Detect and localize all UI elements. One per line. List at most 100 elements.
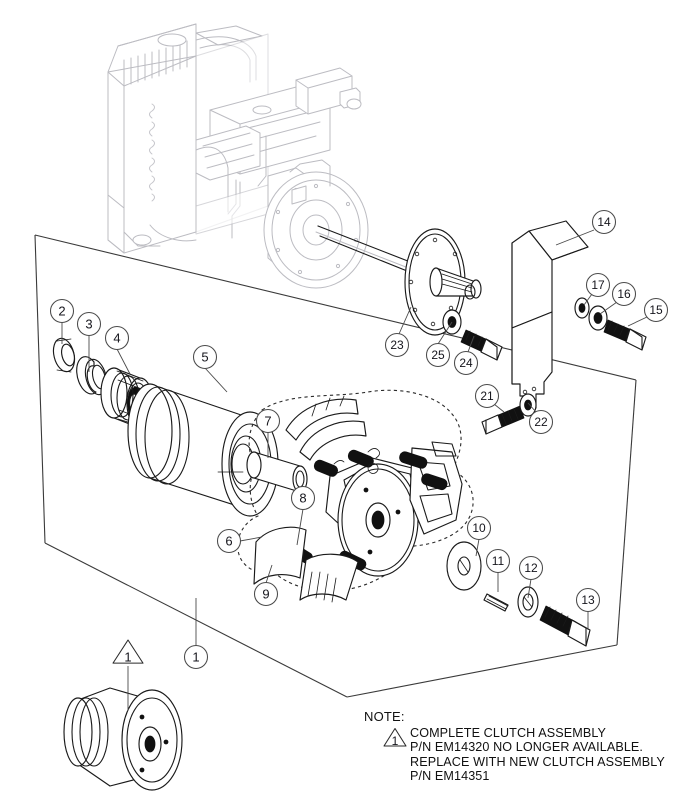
part-21-hex-bolt xyxy=(481,405,525,435)
callout-label-10: 10 xyxy=(472,521,486,535)
callout-label-14: 14 xyxy=(597,215,611,229)
note-line-4: P/N EM14351 xyxy=(410,769,490,784)
callout-5[interactable]: 5 xyxy=(192,344,218,370)
callout-shape-circle xyxy=(585,272,611,298)
callout-22[interactable]: 22 xyxy=(528,409,554,435)
part-10-washer xyxy=(446,541,482,591)
leader-line-6 xyxy=(239,536,263,542)
callout-23[interactable]: 23 xyxy=(384,332,410,358)
callout-6[interactable]: 6 xyxy=(216,528,242,554)
callout-label-2: 2 xyxy=(58,304,65,319)
callout-17[interactable]: 17 xyxy=(585,272,611,298)
callout-label-1t: 1 xyxy=(124,650,131,665)
clutch-mechanism xyxy=(253,395,463,603)
callout-7[interactable]: 7 xyxy=(255,408,281,434)
callout-shape-circle xyxy=(49,298,75,324)
callout-label-25: 25 xyxy=(431,348,445,362)
callout-13[interactable]: 13 xyxy=(575,587,601,613)
part-6-clutch-subassembly-region xyxy=(237,389,474,592)
part-16-flat-washer xyxy=(588,305,608,331)
part-9-clutch-shoes xyxy=(253,526,359,603)
callout-shape-circle xyxy=(528,409,554,435)
callout-shape-circle xyxy=(453,350,479,376)
leader-line-4 xyxy=(116,348,131,375)
callout-8[interactable]: 8 xyxy=(290,485,316,511)
callout-4[interactable]: 4 xyxy=(104,325,130,351)
part-24-hex-bolt xyxy=(460,329,503,361)
callout-1t[interactable]: 1 xyxy=(112,639,144,665)
leader-line-23 xyxy=(398,306,412,335)
callout-12[interactable]: 12 xyxy=(518,555,544,581)
callout-shape-circle xyxy=(643,297,669,323)
note-line-1: COMPLETE CLUTCH ASSEMBLY xyxy=(410,725,607,740)
leader-line-5 xyxy=(204,367,228,393)
callout-shape-circle xyxy=(425,342,451,368)
callout-3[interactable]: 3 xyxy=(76,311,102,337)
callout-shape-circle xyxy=(253,581,279,607)
callout-shape-circle xyxy=(611,281,637,307)
callout-shape-circle xyxy=(591,209,617,235)
callout-9[interactable]: 9 xyxy=(253,581,279,607)
callout-label-3: 3 xyxy=(85,317,92,332)
leader-line-22 xyxy=(527,402,537,413)
leader-line-8 xyxy=(296,508,304,546)
callout-label-24: 24 xyxy=(459,356,473,370)
leader-line-9 xyxy=(265,564,273,584)
callout-label-23: 23 xyxy=(390,338,404,352)
callout-label-6: 6 xyxy=(225,534,232,549)
callout-24[interactable]: 24 xyxy=(453,350,479,376)
callout-shape-circle xyxy=(192,344,218,370)
callout-16[interactable]: 16 xyxy=(611,281,637,307)
warning-triangle-label: 1 xyxy=(392,734,399,748)
callout-1[interactable]: 1 xyxy=(183,644,209,670)
callout-shape-circle xyxy=(183,644,209,670)
note-line-2: P/N EM14320 NO LONGER AVAILABLE. xyxy=(410,740,644,755)
callout-shape-circle xyxy=(76,311,102,337)
callout-shape-circle xyxy=(384,332,410,358)
leader-line-10 xyxy=(475,538,480,557)
callout-25[interactable]: 25 xyxy=(425,342,451,368)
part-7-spacer-sleeve xyxy=(246,451,308,493)
callout-shape-circle xyxy=(216,528,242,554)
engine-reference-illustration xyxy=(107,23,369,289)
callout-shape-circle xyxy=(255,408,281,434)
callout-label-7: 7 xyxy=(264,414,271,429)
part-2-retaining-ring xyxy=(52,337,76,373)
callout-shape-circle xyxy=(518,555,544,581)
callout-label-21: 21 xyxy=(480,389,494,403)
part-15-hex-bolt xyxy=(603,319,647,351)
callout-label-12: 12 xyxy=(524,561,538,575)
callout-leader-lines xyxy=(61,229,648,711)
callout-shape-circle xyxy=(104,325,130,351)
leader-line-25 xyxy=(437,321,453,345)
callout-shape-circle xyxy=(485,548,511,574)
callout-label-22: 22 xyxy=(534,415,548,429)
callout-label-17: 17 xyxy=(591,278,605,292)
note-heading: NOTE: xyxy=(364,709,405,724)
part-23-mounting-flange-plate xyxy=(404,228,482,336)
leader-line-24 xyxy=(467,335,475,353)
callout-11[interactable]: 11 xyxy=(485,548,511,574)
callout-label-16: 16 xyxy=(617,287,631,301)
part-13-hex-bolt xyxy=(539,605,591,647)
callout-label-8: 8 xyxy=(299,491,306,506)
callout-14[interactable]: 14 xyxy=(591,209,617,235)
part-12-lock-washer xyxy=(517,586,539,618)
callout-label-5: 5 xyxy=(201,350,208,365)
note-line-3: REPLACE WITH NEW CLUTCH ASSEMBLY xyxy=(410,754,665,769)
callout-2[interactable]: 2 xyxy=(49,298,75,324)
leader-line-21 xyxy=(493,403,505,413)
leader-line-15 xyxy=(627,316,648,327)
callout-10[interactable]: 10 xyxy=(466,515,492,541)
callout-15[interactable]: 15 xyxy=(643,297,669,323)
callout-shape-circle xyxy=(290,485,316,511)
callout-21[interactable]: 21 xyxy=(474,383,500,409)
part-5-clutch-drum xyxy=(127,383,279,517)
leader-line-12 xyxy=(527,578,532,599)
leader-line-16 xyxy=(599,301,618,315)
callout-label-13: 13 xyxy=(581,593,595,607)
callout-label-4: 4 xyxy=(113,331,120,346)
callout-label-1: 1 xyxy=(192,650,199,665)
